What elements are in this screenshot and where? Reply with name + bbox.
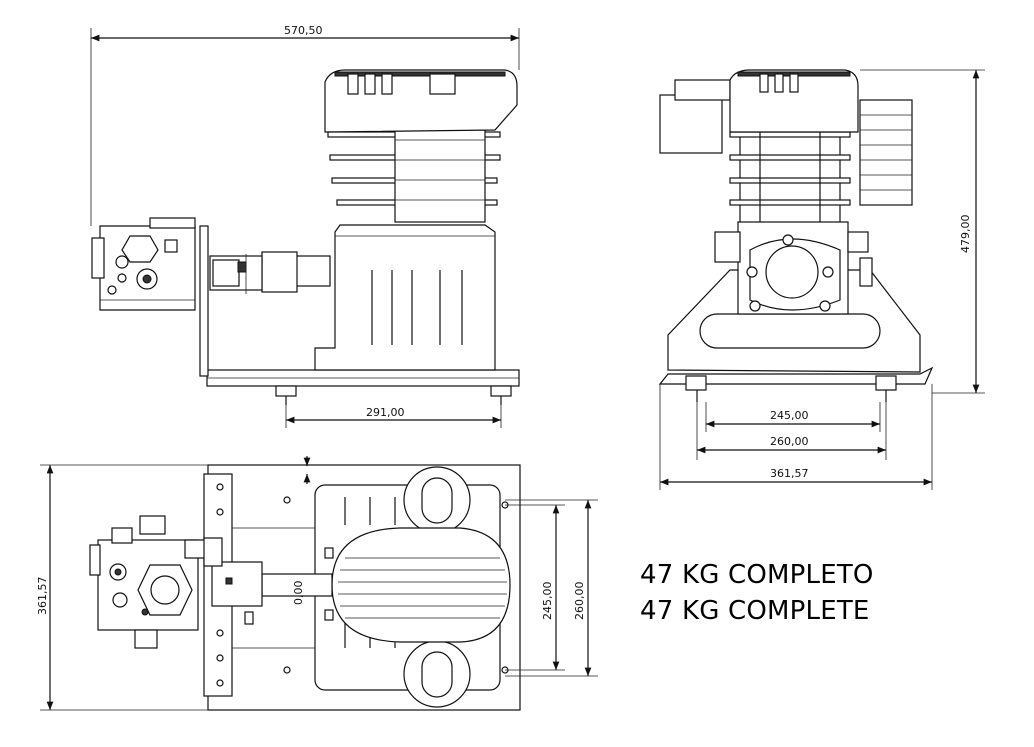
side-view [658, 69, 934, 402]
weight-label-english: 47 KG COMPLETE [640, 596, 870, 626]
side-dimensions: 479,00 245,00 260,00 361,57 [659, 69, 985, 490]
dim-feet-outer: 260,00 [770, 435, 809, 448]
weight-label-spanish: 47 KG COMPLETO [640, 560, 874, 590]
top-dimensions: 361,57 0,00 245,00 260,00 [36, 456, 598, 711]
dim-base-width: 361,57 [770, 467, 809, 480]
dim-total-width: 361,57 [36, 577, 49, 616]
top-view [89, 464, 521, 711]
dim-holes-inner: 245,00 [541, 582, 554, 621]
dim-feet-inner: 245,00 [770, 409, 809, 422]
dim-small-offset: 0,00 [292, 581, 305, 606]
front-view [91, 69, 520, 405]
dim-feet-spacing: 291,00 [366, 406, 405, 419]
dim-overall-length: 570,50 [284, 24, 323, 37]
front-dimensions: 570,50 291,00 [90, 24, 520, 428]
dim-holes-outer: 260,00 [573, 582, 586, 621]
dim-height: 479,00 [959, 215, 972, 254]
